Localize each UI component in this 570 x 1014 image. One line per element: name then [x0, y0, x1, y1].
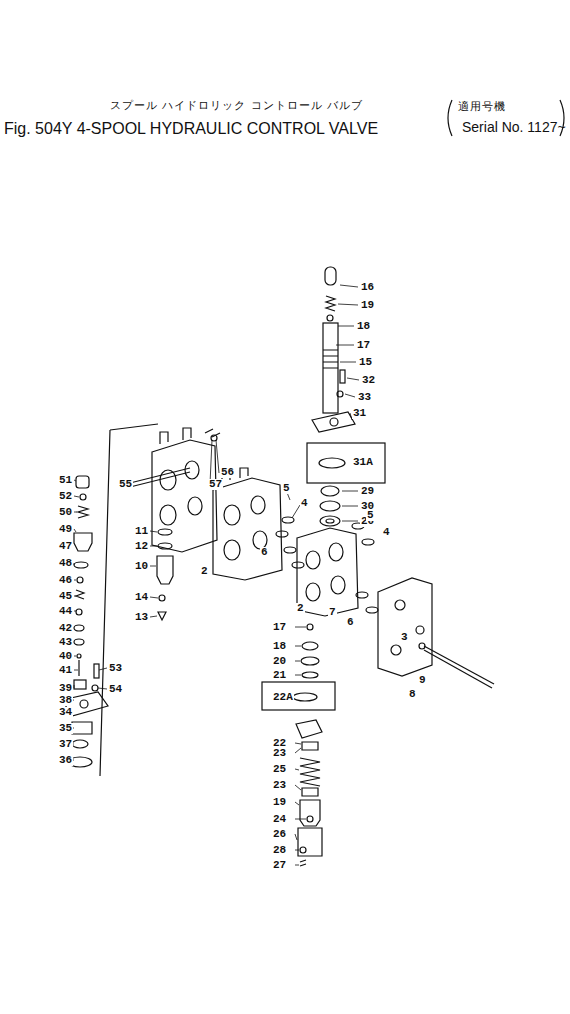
callout-number: 33	[357, 392, 372, 403]
relief-valve	[62, 424, 158, 776]
callout-number: 25	[272, 764, 287, 775]
callout-number: 41	[58, 665, 73, 676]
callout-number: 17	[272, 622, 287, 633]
callout-number: 8	[408, 689, 417, 700]
callout-number: 49	[58, 524, 73, 535]
callout-number: 35	[58, 723, 73, 734]
callout-number: 18	[272, 641, 287, 652]
callout-number: 52	[58, 491, 73, 502]
plug	[157, 529, 173, 620]
callout-number: 23	[272, 780, 287, 791]
callout-number: 6	[260, 547, 269, 558]
callout-number: 51	[58, 475, 73, 486]
callout-number: 57	[208, 479, 223, 490]
callout-number: 22A	[272, 692, 294, 703]
callout-number: 42	[58, 623, 73, 634]
callout-number: 4	[382, 527, 391, 538]
callout-number: 29	[360, 486, 375, 497]
callout-number: 43	[58, 637, 73, 648]
callout-number: 36	[58, 755, 73, 766]
spool-assembly-bottom	[262, 624, 335, 866]
end-cover	[378, 578, 494, 688]
callout-number: 27	[272, 860, 287, 871]
callout-number: 31	[352, 408, 367, 419]
callout-number: 6	[346, 617, 355, 628]
serial-number: Serial No. 1127~	[462, 120, 566, 134]
bracket	[448, 100, 452, 136]
valve-section	[213, 468, 304, 580]
callout-number: 12	[134, 541, 149, 552]
callout-number: 31A	[352, 457, 374, 468]
callout-number: 13	[134, 612, 149, 623]
spool-assembly-top	[307, 267, 385, 526]
callout-number: 37	[58, 739, 73, 750]
tie-bolt	[122, 429, 220, 489]
callout-number: 19	[360, 300, 375, 311]
callout-number: 34	[58, 707, 73, 718]
callout-number: 5	[282, 483, 291, 494]
callout-number: 53	[108, 663, 123, 674]
callout-number: 9	[418, 675, 427, 686]
valve-section	[297, 523, 378, 616]
callout-number: 55	[118, 479, 133, 490]
callout-number: 2	[296, 603, 305, 614]
callout-number: 38	[58, 695, 73, 706]
callout-number: 17	[356, 340, 371, 351]
callout-number: 48	[58, 558, 73, 569]
callout-number: 54	[108, 684, 123, 695]
callout-number: 14	[134, 592, 149, 603]
callout-number: 26	[272, 829, 287, 840]
callout-number: 3	[400, 632, 409, 643]
callout-number: 20	[272, 656, 287, 667]
callout-number: 2	[200, 566, 209, 577]
callout-number: 28	[272, 845, 287, 856]
callout-number: 11	[134, 526, 149, 537]
callout-number: 23	[272, 748, 287, 759]
callout-number: 16	[360, 282, 375, 293]
callout-number: 46	[58, 575, 73, 586]
callout-number: 47	[58, 541, 73, 552]
callout-number: 4	[300, 498, 309, 509]
callout-number: 32	[361, 375, 376, 386]
applicable-serial: 適用号機	[458, 101, 506, 112]
figure-title: Fig. 504Y 4-SPOOL HYDRAULIC CONTROL VALV…	[4, 121, 378, 137]
callout-number: 50	[58, 507, 73, 518]
callout-number: 44	[58, 606, 73, 617]
callout-number: 56	[220, 467, 235, 478]
callout-number: 19	[272, 797, 287, 808]
callout-number: 15	[358, 357, 373, 368]
callout-number: 18	[356, 321, 371, 332]
callout-number: 10	[134, 561, 149, 572]
callout-number: 45	[58, 591, 73, 602]
valve-section	[152, 428, 217, 552]
callout-number: 5	[366, 510, 375, 521]
callout-number: 21	[272, 670, 287, 681]
callout-number: 7	[328, 607, 337, 618]
leader-line	[66, 285, 359, 865]
callout-number: 40	[58, 651, 73, 662]
callout-number: 24	[272, 814, 287, 825]
callout-number: 39	[58, 683, 73, 694]
japanese-title: スプール ハイドロリック コントロール バルブ	[110, 100, 364, 111]
